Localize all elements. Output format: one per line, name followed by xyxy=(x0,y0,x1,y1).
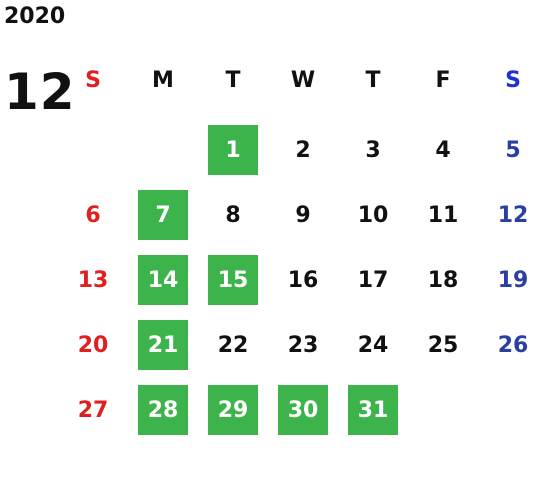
week-row: 20 21 22 23 24 25 26 xyxy=(68,320,548,370)
weekday-header-row: S M T W T F S xyxy=(68,55,548,105)
empty-day-cell xyxy=(418,385,468,435)
weekday-header-mon: M xyxy=(152,67,174,93)
day-cell: 24 xyxy=(357,332,389,358)
empty-day-cell xyxy=(488,385,538,435)
highlighted-day-cell: 1 xyxy=(208,125,258,175)
day-cell: 23 xyxy=(287,332,319,358)
day-cell: 20 xyxy=(77,332,109,358)
day-cell: 17 xyxy=(357,267,389,293)
highlighted-day-cell: 29 xyxy=(208,385,258,435)
highlighted-day-cell: 28 xyxy=(138,385,188,435)
day-cell: 13 xyxy=(77,267,109,293)
day-cell: 2 xyxy=(295,137,311,163)
weekday-header-sat: S xyxy=(505,67,521,93)
highlighted-day-cell: 14 xyxy=(138,255,188,305)
day-cell: 10 xyxy=(357,202,389,228)
weekday-header-wed: W xyxy=(290,67,316,93)
day-cell: 6 xyxy=(85,202,101,228)
week-row: 1 2 3 4 5 xyxy=(68,125,548,175)
empty-day-cell xyxy=(138,125,188,175)
day-cell: 19 xyxy=(497,267,529,293)
highlighted-day-cell: 7 xyxy=(138,190,188,240)
week-row: 27 28 29 30 31 xyxy=(68,385,548,435)
day-cell: 9 xyxy=(295,202,311,228)
day-cell: 8 xyxy=(225,202,241,228)
highlighted-day-cell: 30 xyxy=(278,385,328,435)
day-cell: 25 xyxy=(427,332,459,358)
weekday-header-tue: T xyxy=(225,67,241,93)
week-row: 13 14 15 16 17 18 19 xyxy=(68,255,548,305)
highlighted-day-cell: 31 xyxy=(348,385,398,435)
day-cell: 26 xyxy=(497,332,529,358)
week-row: 6 7 8 9 10 11 12 xyxy=(68,190,548,240)
day-cell: 4 xyxy=(435,137,451,163)
weekday-header-fri: F xyxy=(435,67,451,93)
day-cell: 27 xyxy=(77,397,109,423)
day-cell: 22 xyxy=(217,332,249,358)
day-cell: 11 xyxy=(427,202,459,228)
year-label: 2020 xyxy=(4,4,66,29)
weekday-header-thu: T xyxy=(365,67,381,93)
month-number: 12 xyxy=(4,63,76,121)
day-cell: 12 xyxy=(497,202,529,228)
empty-day-cell xyxy=(68,125,118,175)
weekday-header-sun: S xyxy=(85,67,101,93)
day-cell: 16 xyxy=(287,267,319,293)
highlighted-day-cell: 21 xyxy=(138,320,188,370)
day-cell: 3 xyxy=(365,137,381,163)
highlighted-day-cell: 15 xyxy=(208,255,258,305)
day-cell: 18 xyxy=(427,267,459,293)
day-cell: 5 xyxy=(505,137,521,163)
